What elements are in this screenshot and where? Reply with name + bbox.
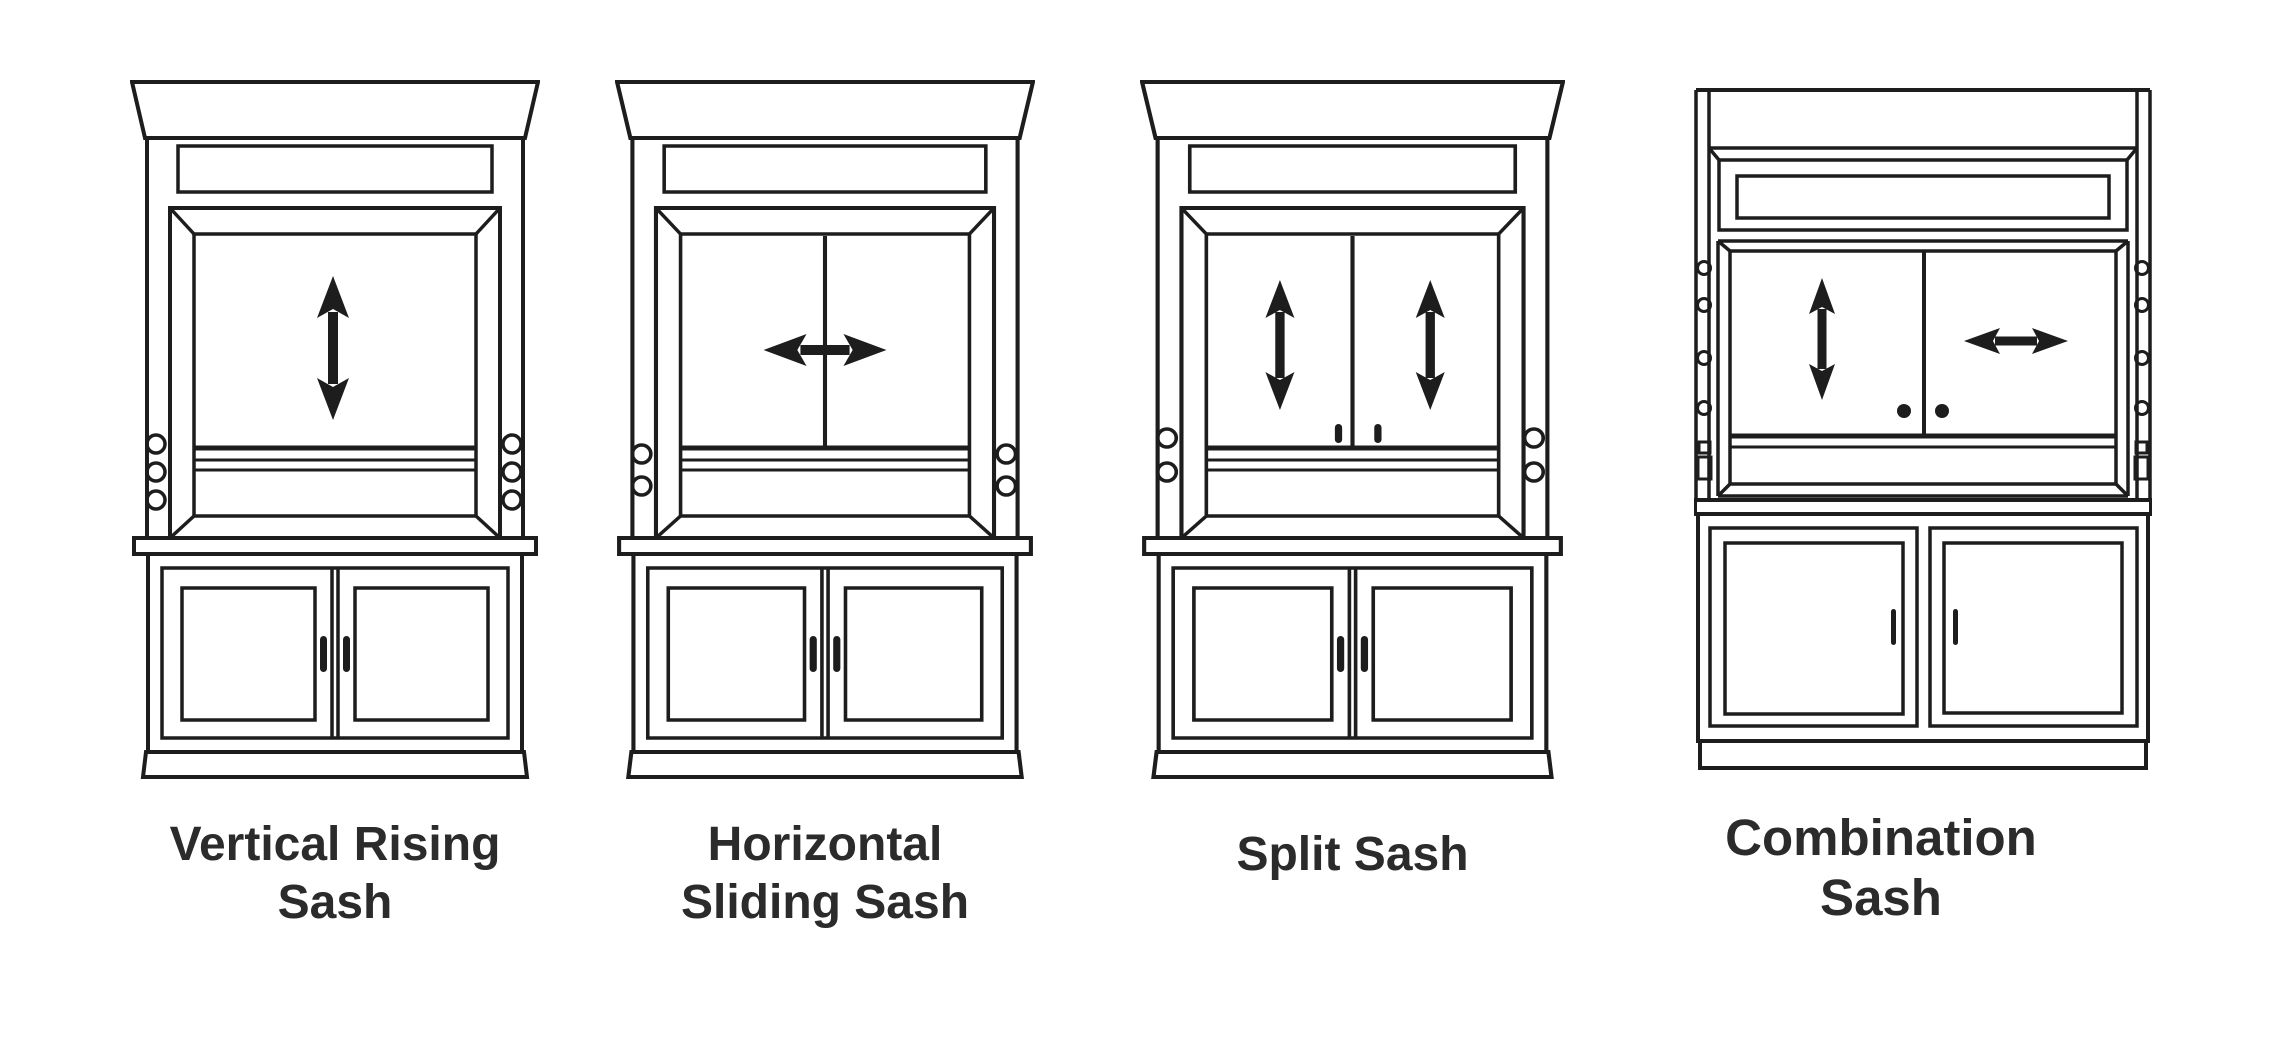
caption-line-1: Horizontal [707,818,943,871]
vertical-double-arrow-icon [317,276,349,420]
knob-icon [2134,260,2150,276]
knob-icon [1522,427,1546,449]
figure-caption: Horizontal Sliding Sash [615,816,1035,932]
caption-line-1: Vertical Rising [169,818,501,871]
knob-icon [501,489,523,511]
plinth [1698,739,2148,770]
door-handle [1891,609,1896,645]
post-fitting [2133,455,2150,481]
frame-bevel [2114,239,2130,253]
knob-icon [1155,427,1179,449]
figure-vertical-rising-sash: Vertical Rising Sash [130,80,540,932]
split-sash-drawing [1140,80,1565,780]
horizontal-double-arrow-icon [1964,328,2068,354]
post-fitting [1696,455,1713,481]
side-knobs [145,433,523,511]
figure-combination-sash: Combination Sash [1694,88,2152,928]
frame-bevel [2114,482,2130,498]
cap-shoulder [2125,146,2139,162]
knob-icon [2134,350,2150,366]
knob-icon [1696,350,1712,366]
worktop [1694,498,2152,516]
knob-icon [145,433,167,455]
horizontal-double-arrow-icon [763,334,887,366]
sash-handles [1334,424,1382,443]
knob-icon [501,433,523,455]
figure-caption: Vertical Rising Sash [130,816,540,932]
knob-icon [1522,461,1546,483]
cabinet-door-frame [1708,526,1919,728]
knob-icon [2134,297,2150,313]
sash-handle [1334,424,1343,443]
post-fitting [2134,440,2149,455]
frame-bevel [1716,482,1732,498]
sash-handles [1897,404,1949,418]
frame-bevel [1716,239,1732,253]
figure-split-sash: Split Sash [1140,80,1565,884]
knob-icon [630,475,653,497]
knob-icon [1696,260,1712,276]
fume-hood-outline [1694,88,2152,770]
vertical-double-arrow-icon [1809,278,1835,400]
figure-horizontal-sliding-sash: Horizontal Sliding Sash [615,80,1035,932]
base-cabinet [1696,512,2150,743]
knob-icon [145,489,167,511]
door-panel [1723,541,1905,716]
door-handles [1891,609,1958,645]
cabinet-door-frame [1928,526,2139,728]
knob-icon [501,461,523,483]
knob-icon [1696,297,1712,313]
combination-sash-drawing [1694,88,2152,770]
vertical-rising-sash-drawing [130,80,540,780]
caption-line-2: Sliding Sash [680,876,970,929]
caption-line-1: Split Sash [1236,828,1469,881]
caption-line-2: Sash [277,876,393,929]
knob-icon [1696,400,1712,416]
cap-shoulder [1707,146,1721,162]
caption-line-2: Sash [1820,869,1942,926]
figure-caption: Split Sash [1140,826,1565,884]
figure-caption: Combination Sash [1652,808,2110,928]
vertical-double-arrow-icon [1265,280,1295,410]
knob-icon [2134,400,2150,416]
sash-handle [1374,424,1382,443]
knob-icon [145,461,167,483]
vertical-double-arrow-icon [1415,280,1445,410]
knob-icon [995,475,1018,497]
side-knobs [1155,427,1546,483]
door-handle [1953,609,1958,645]
fume-hood-outline [132,82,538,777]
caption-line-1: Combination [1725,809,2037,866]
knob-icon [1155,461,1179,483]
door-panel [1942,541,2124,715]
post-fitting [1697,440,1712,455]
sash-handle-dot [1897,404,1911,418]
knob-icon [995,443,1018,465]
horizontal-sliding-sash-drawing [615,80,1035,780]
knob-icon [630,443,653,465]
sash-handle-dot [1935,404,1949,418]
hood-header-outer [1717,158,2129,232]
side-knobs [630,443,1018,497]
hood-header-panel [1735,174,2111,220]
